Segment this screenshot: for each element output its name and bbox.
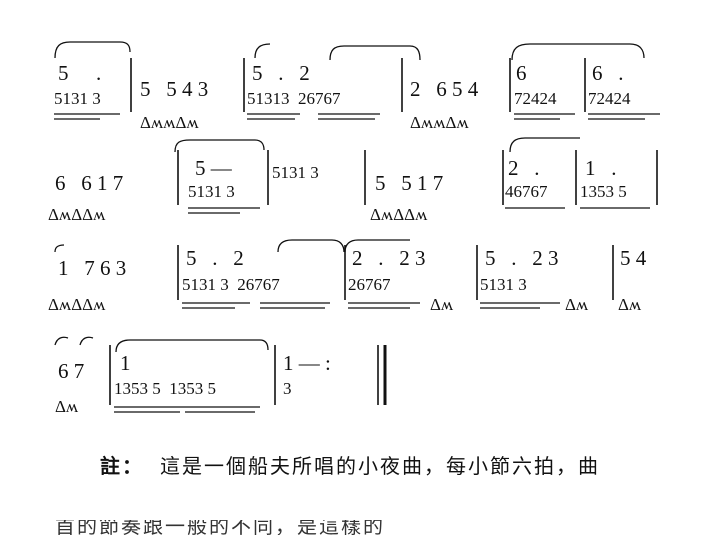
s3-m4-marks: Δʍ bbox=[565, 295, 589, 314]
footnote-continuation: 首的節奏跟一般的不同，是這樣的：這是 bbox=[55, 520, 385, 535]
s3-m3-marks: Δʍ bbox=[430, 295, 454, 314]
s4-m3-lower: 3 bbox=[283, 379, 292, 398]
s2-m2-upper: 5 — bbox=[195, 156, 233, 180]
s1-m6-lower: 72424 bbox=[588, 89, 631, 108]
footnote-label: 註： bbox=[100, 454, 144, 478]
s3-m5-upper: 5 4 bbox=[620, 246, 647, 270]
s3-m5-marks: Δʍ bbox=[618, 295, 642, 314]
score-system-3: 1 7 6 3 ΔʍΔΔʍ 5 . 2 5131 3 26767 2 . 2 3… bbox=[48, 239, 647, 314]
s1-m3-upper: 5 . 2 bbox=[252, 61, 310, 85]
s1-m4-upper: 2 6 5 4 bbox=[410, 77, 479, 101]
s3-m1-marks: ΔʍΔΔʍ bbox=[48, 295, 106, 314]
s1-m3-lower: 51313 26767 bbox=[247, 89, 341, 108]
s4-m1-upper: 6 7 bbox=[58, 359, 84, 383]
s1-m2-upper: 5 5 4 3 bbox=[140, 77, 208, 101]
s3-m4-upper: 5 . 2 3 bbox=[485, 246, 559, 270]
s3-m4-lower: 5131 3 bbox=[480, 275, 527, 294]
s4-m2-lower: 1353 5 1353 5 bbox=[114, 379, 216, 398]
score-system-2: 6 6 1 7 ΔʍΔΔʍ 5 — 5131 3 5131 3 5 5 1 7 … bbox=[48, 137, 658, 224]
s2-m2-lower: 5131 3 bbox=[188, 182, 235, 201]
s1-m5-lower: 72424 bbox=[514, 89, 557, 108]
s3-m3-upper: 2 . 2 3 bbox=[352, 246, 426, 270]
s1-m6-upper: 6 . bbox=[592, 61, 624, 85]
s3-m2-lower: 5131 3 26767 bbox=[182, 275, 280, 294]
s1-m5-upper: 6 bbox=[516, 61, 527, 85]
score-system-1: 5 5131 3 . 5 5 4 3 ΔʍʍΔʍ 5 . 2 51313 267… bbox=[54, 41, 660, 132]
s2-m4-marks: ΔʍΔΔʍ bbox=[370, 205, 428, 224]
score-system-4: 6 7 Δʍ 1 1353 5 1353 5 1 — : 3 bbox=[54, 336, 387, 416]
footnote-text: 這是一個船夫所唱的小夜曲，每小節六拍，曲 bbox=[160, 454, 600, 478]
s4-m2-upper: 1 bbox=[120, 351, 131, 375]
footnote: 註： 這是一個船夫所唱的小夜曲，每小節六拍，曲 bbox=[100, 450, 700, 479]
s1-m1-upper: 5 bbox=[58, 61, 69, 85]
s4-m3-upper: 1 — : bbox=[283, 351, 331, 375]
s2-m6-upper: 1 . bbox=[585, 156, 617, 180]
s3-m3-lower: 26767 bbox=[348, 275, 391, 294]
s2-m6-lower: 1353 5 bbox=[580, 182, 627, 201]
s1-m1-lower: 5131 3 bbox=[54, 89, 101, 108]
footnote-continuation-text: 首的節奏跟一般的不同，是這樣的：這是 bbox=[55, 520, 385, 535]
s1-m2-marks: ΔʍʍΔʍ bbox=[140, 113, 199, 132]
s2-m5-lower: 46767 bbox=[505, 182, 548, 201]
s3-m1-upper: 1 7 6 3 bbox=[58, 256, 126, 280]
s2-m4-upper: 5 5 1 7 bbox=[375, 171, 443, 195]
s2-m1-upper: 6 6 1 7 bbox=[55, 171, 123, 195]
s3-m2-upper: 5 . 2 bbox=[186, 246, 244, 270]
s1-m4-marks: ΔʍʍΔʍ bbox=[410, 113, 469, 132]
s4-m1-marks: Δʍ bbox=[55, 397, 79, 416]
s2-m3-upper: 5131 3 bbox=[272, 163, 319, 182]
s2-m5-upper: 2 . bbox=[508, 156, 540, 180]
s2-m1-marks: ΔʍΔΔʍ bbox=[48, 205, 106, 224]
s1-m1-dot: . bbox=[96, 61, 101, 85]
